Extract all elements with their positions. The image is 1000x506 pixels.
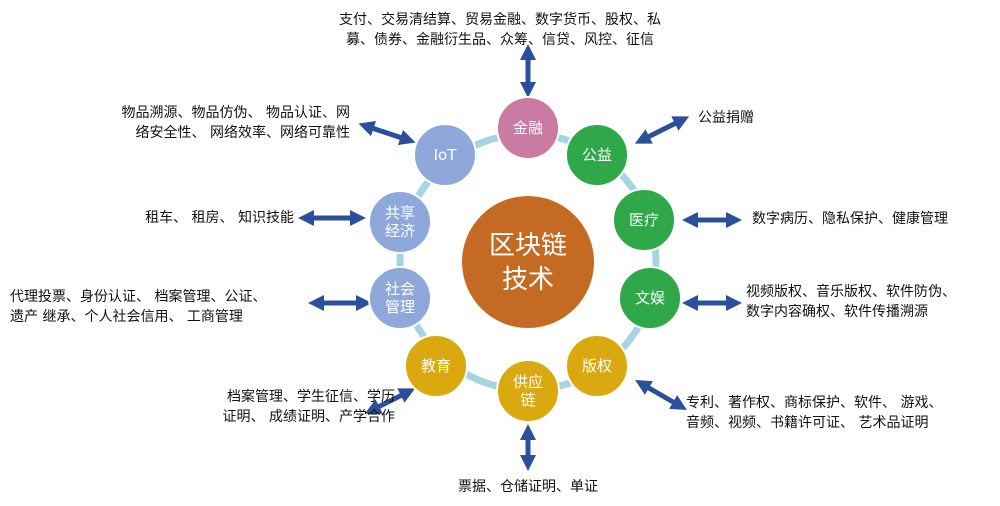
node-culture: 文娱 — [618, 266, 682, 330]
node-education: 教育 — [404, 334, 468, 398]
node-label-medical: 医疗 — [629, 211, 659, 229]
node-supply: 供应链 — [496, 359, 560, 423]
node-circle-sharing — [368, 190, 432, 254]
node-sharing: 共享经济 — [368, 190, 432, 254]
node-label-iot: IoT — [434, 146, 458, 164]
node-label-social: 社会管理 — [385, 280, 415, 316]
node-finance: 金融 — [496, 96, 560, 160]
node-label-copyright: 版权 — [582, 357, 612, 375]
node-label-supply: 供应链 — [513, 373, 543, 409]
node-label-finance: 金融 — [513, 119, 543, 137]
description-education: 档案管理、学生征信、学历 证明、 成绩证明、产学合作 — [222, 389, 395, 425]
center-title-line2: 技术 — [502, 265, 554, 295]
node-label-charity: 公益 — [582, 146, 612, 164]
description-medical: 数字病历、隐私保护、健康管理 — [752, 211, 948, 227]
node-copyright: 版权 — [565, 334, 629, 398]
description-social: 代理投票、身份认证、 档案管理、公证、 遗产 继承、个人社会信用、 工商管理 — [10, 289, 267, 325]
node-circle-culture — [618, 266, 682, 330]
node-circle-charity — [565, 123, 629, 187]
description-charity: 公益捐赠 — [698, 110, 754, 126]
description-sharing: 租车、 租房、 知识技能 — [145, 210, 294, 226]
node-medical: 医疗 — [612, 188, 676, 252]
node-circle-social — [368, 266, 432, 330]
node-label-sharing: 共享经济 — [385, 204, 415, 240]
node-social: 社会管理 — [368, 266, 432, 330]
center-title-line1: 区块链 — [489, 231, 567, 261]
node-circle-education — [404, 334, 468, 398]
node-circle-iot — [413, 123, 477, 187]
description-finance: 支付、交易清结算、贸易金融、数字货币、股权、私 募、债券、金融衍生品、众筹、信贷… — [339, 12, 661, 48]
double-arrow-icon-copyright — [635, 379, 687, 411]
description-copyright: 专利、著作权、商标保护、软件、 游戏、 音频、视频、书籍许可证、 艺术品证明 — [686, 395, 943, 431]
node-circle-copyright — [565, 334, 629, 398]
double-arrow-icon-iot — [358, 120, 416, 146]
description-culture: 视频版权、音乐版权、软件防伪、 数字内容确权、软件传播溯源 — [746, 284, 956, 320]
node-circle-supply — [496, 359, 560, 423]
node-label-culture: 文娱 — [635, 289, 665, 307]
double-arrow-icon-education — [364, 388, 416, 414]
node-circle-medical — [612, 188, 676, 252]
description-iot: 物品溯源、物品仿伪、 物品认证、网 络安全性、 网络效率、网络可靠性 — [121, 105, 350, 141]
node-label-education: 教育 — [421, 357, 451, 375]
node-charity: 公益 — [565, 123, 629, 187]
description-supply: 票据、仓储证明、单证 — [458, 479, 598, 495]
node-circle-finance — [496, 96, 560, 160]
double-arrow-icon-charity — [634, 116, 690, 144]
node-iot: IoT — [413, 123, 477, 187]
center-circle — [462, 196, 594, 328]
